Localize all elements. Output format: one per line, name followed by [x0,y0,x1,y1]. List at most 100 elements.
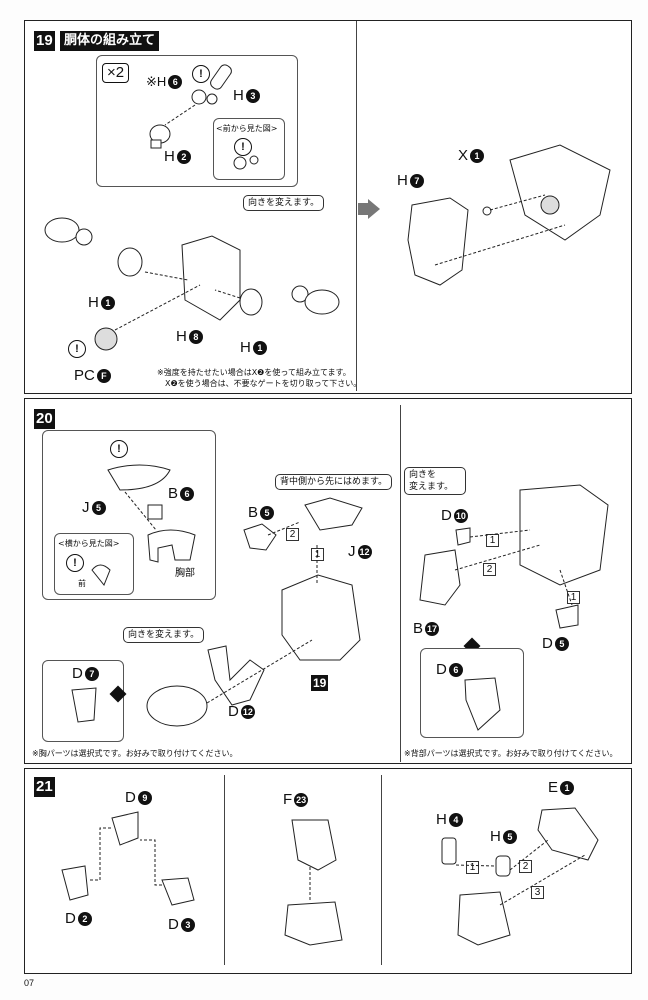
chest-plate-part [147,529,196,563]
chest-cover-part [146,685,208,727]
assembly-guide-line [559,569,573,606]
part-prefix: H [240,339,251,356]
ball-joint-part [206,93,218,105]
part-number-badge: 17 [425,622,440,636]
callout-line-1: 向きを [409,470,437,480]
proceed-arrow-icon [368,199,380,219]
assembly-guide-line [469,529,531,538]
part-prefix: J [82,499,90,516]
part-number-badge: 23 [294,793,309,807]
front-indicator-label: 前 [78,579,86,588]
step-20-divider [400,405,401,762]
order-mark: 2 [483,563,496,576]
d10-part [455,527,471,546]
part-number-badge: 6 [448,663,463,677]
step-21-number: 21 [34,777,55,797]
torso-core-h8 [181,235,241,321]
x1-connector [482,206,492,216]
part-prefix: J [348,543,356,560]
part-prefix: D [168,916,179,933]
shoulder-ball-part [75,228,93,246]
part-prefix: H [176,328,187,345]
part-number-badge: 5 [260,506,275,520]
assembly-guide-line [114,284,201,331]
part-prefix: H [397,172,408,189]
part-number-badge: 5 [554,637,569,651]
shoulder-joint-part [304,289,340,315]
order-mark: 2 [286,528,299,541]
order-mark: 1 [466,861,479,874]
part-number-badge: 1 [470,149,485,163]
part-prefix: E [548,779,559,796]
part-number-badge: 3 [245,89,260,103]
shoulder-joint-part [44,217,80,243]
part-number-badge: 7 [84,667,99,681]
assembly-guide-line [90,827,112,881]
part-prefix: D [228,703,239,720]
torso-assembly-19 [281,574,361,661]
h5-part [495,855,511,877]
side-view-title: <横から見た図> [58,539,120,548]
shoulder-cap-part [239,288,263,316]
part-number-badge: 4 [448,813,463,827]
step-21-divider-1 [224,775,225,965]
part-number-badge: 10 [453,509,468,523]
order-mark: 3 [531,886,544,899]
polycap-part [94,327,118,351]
h4-part [441,837,457,865]
d6-part [464,677,501,731]
part-number-badge: 12 [357,545,372,559]
part-number-badge: 7 [409,174,424,188]
part-prefix: D [65,910,76,927]
assembly-guide-line [489,194,546,211]
b6-part [147,504,163,520]
d2-part [61,865,89,901]
chest-part-j5 [107,464,171,491]
part-number-badge: 1 [252,341,267,355]
assembly-guide-line [455,864,497,867]
multiplier-badge: ×2 [102,63,130,83]
peg-part [150,139,162,149]
front-view-part [249,155,259,165]
waist-part [457,891,511,946]
order-mark: 2 [519,860,532,873]
part-number-badge: 5 [502,830,517,844]
part-prefix: H [233,87,244,104]
back-first-callout: 背中側から先にはめます。 [275,474,393,490]
side-view-part [91,564,111,586]
part-number-badge: 1 [100,296,115,310]
d3-part [161,877,195,906]
step-19-note-line1: ※強度を持たせたい場合はX❷を使って組み立てます。 [157,368,351,377]
warning-icon: ! [234,138,252,156]
shoulder-ball-part [291,285,309,303]
assembly-guide-line [144,271,189,281]
upper-torso-assembly [509,144,611,241]
e1-part [537,807,599,861]
f23-part [291,819,337,871]
ball-joint-part [191,89,207,105]
subassembly-ref-19: 19 [311,675,329,691]
part-prefix: X [458,147,469,164]
chest-option-d7 [71,687,97,723]
hip-part [284,901,343,946]
chest-part-label: 胸部 [175,568,195,579]
d12-part [207,645,265,706]
warning-icon: ! [68,340,86,358]
